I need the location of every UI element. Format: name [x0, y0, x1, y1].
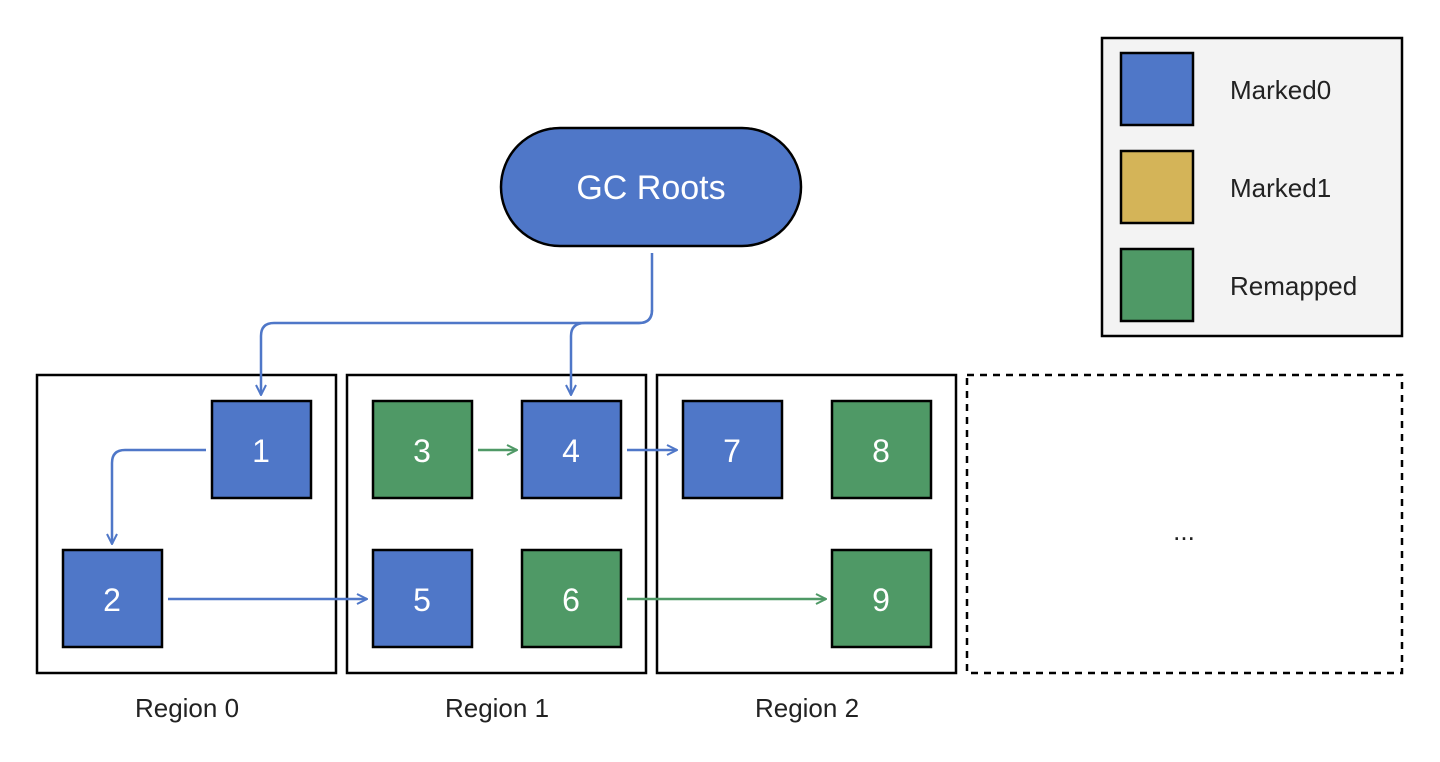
object-9-label: 9: [872, 582, 890, 618]
gc-roots-node: GC Roots: [499, 126, 803, 248]
object-9: 9: [830, 548, 933, 649]
objects: 1 2 3 4 5 6 7 8: [61, 399, 933, 649]
object-4: 4: [520, 399, 623, 500]
gc-roots-label: GC Roots: [576, 169, 725, 207]
object-7-label: 7: [723, 433, 741, 469]
region-2-box: [655, 373, 958, 675]
object-1-box: [210, 399, 313, 500]
object-2-box: [61, 548, 164, 649]
object-3-box: [371, 399, 474, 500]
object-3: 3: [371, 399, 474, 500]
object-5-label: 5: [413, 582, 431, 618]
object-8: 8: [830, 399, 933, 500]
legend-swatch-marked0: [1119, 51, 1195, 127]
legend-label-marked0: Marked0: [1230, 75, 1331, 105]
object-3-label: 3: [413, 433, 431, 469]
object-2: 2: [61, 548, 164, 649]
edge-1-to-2: [112, 448, 206, 544]
gc-roots-shape: [499, 126, 803, 248]
object-8-box: [830, 399, 933, 500]
legend: Marked0 Marked1 Remapped: [1100, 36, 1404, 338]
object-1: 1: [210, 399, 313, 500]
object-1-label: 1: [252, 433, 270, 469]
region-0-box: [35, 373, 338, 675]
object-9-box: [830, 548, 933, 649]
region-0-label: Region 0: [135, 693, 239, 723]
object-7-box: [681, 399, 784, 500]
regions: Region 0 Region 1 Region 2 ...: [35, 373, 1404, 723]
object-6-box: [520, 548, 623, 649]
object-6-label: 6: [562, 582, 580, 618]
legend-swatch-marked1: [1119, 149, 1195, 225]
object-5: 5: [371, 548, 474, 649]
legend-label-remapped: Remapped: [1230, 271, 1357, 301]
region-2-label: Region 2: [755, 693, 859, 723]
edges: [112, 253, 826, 599]
region-more-ellipsis: ...: [1173, 516, 1195, 546]
object-7: 7: [681, 399, 784, 500]
edge-root-to-4: [571, 309, 654, 395]
object-5-box: [371, 548, 474, 649]
legend-swatch-remapped: [1119, 247, 1195, 323]
object-6: 6: [520, 548, 623, 649]
legend-label-marked1: Marked1: [1230, 173, 1331, 203]
region-1-label: Region 1: [445, 693, 549, 723]
object-4-box: [520, 399, 623, 500]
object-2-label: 2: [103, 582, 121, 618]
object-8-label: 8: [872, 433, 890, 469]
object-4-label: 4: [562, 433, 580, 469]
region-1-box: [345, 373, 648, 675]
region-more-box: [965, 373, 1404, 675]
